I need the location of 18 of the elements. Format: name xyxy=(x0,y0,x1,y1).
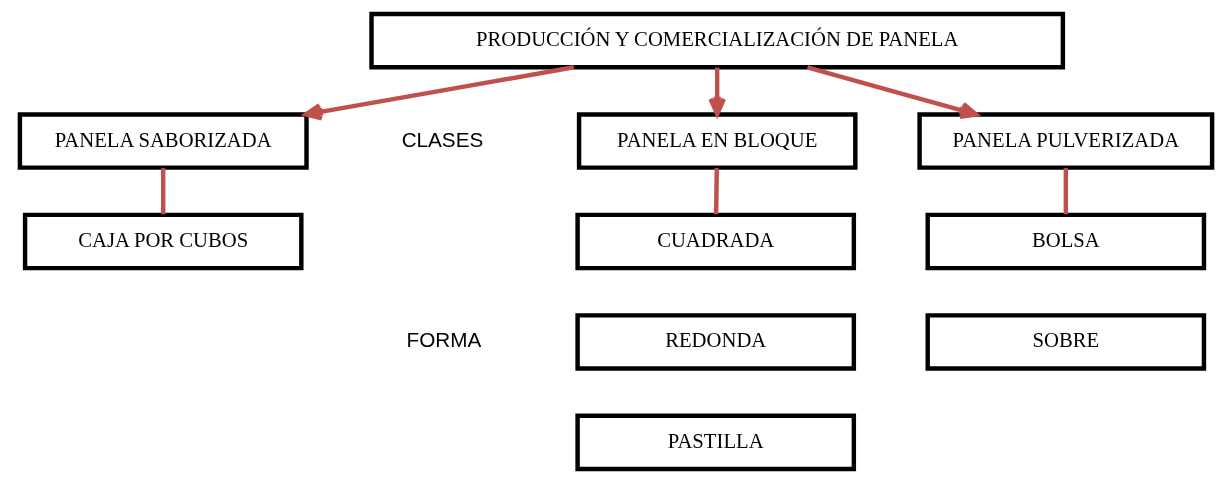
node-box: PANELA EN BLOQUE xyxy=(576,112,858,170)
node-box: PRODUCCIÓN Y COMERCIALIZACIÓN DE PANELA xyxy=(368,11,1065,70)
label: CLASES xyxy=(401,127,483,151)
node-box: SOBRE xyxy=(925,313,1206,371)
arrow xyxy=(806,65,978,120)
label: FORMA xyxy=(406,328,481,352)
connector xyxy=(713,168,719,215)
node-box: PANELA PULVERIZADA xyxy=(916,112,1214,170)
node-box: CUADRADA xyxy=(574,212,856,271)
node-box: PASTILLA xyxy=(574,413,856,472)
connector xyxy=(1063,168,1068,215)
connector xyxy=(160,168,165,215)
arrow xyxy=(707,67,726,116)
arrow xyxy=(303,65,574,121)
node-box: REDONDA xyxy=(574,313,856,371)
node-box: BOLSA xyxy=(925,212,1206,271)
node-box: CAJA POR CUBOS xyxy=(22,212,304,271)
node-box: PANELA SABORIZADA xyxy=(17,112,309,170)
